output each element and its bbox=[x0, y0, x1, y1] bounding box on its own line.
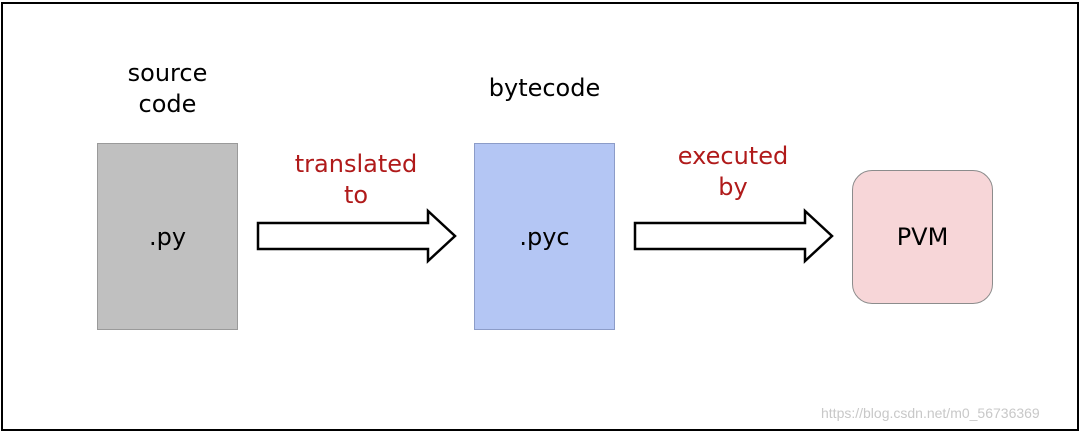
translated-to-label: translated to bbox=[256, 149, 456, 211]
source-code-label: source code bbox=[97, 58, 238, 120]
executed-by-label-line-1: executed bbox=[677, 142, 789, 170]
bytecode-label: bytecode bbox=[474, 73, 615, 104]
pvm-box: PVM bbox=[852, 170, 993, 304]
executed-by-arrow bbox=[633, 208, 834, 264]
translated-to-label-line-2: to bbox=[343, 181, 369, 209]
translated-to-arrow-shape bbox=[256, 208, 457, 264]
source-code-label-line-2: code bbox=[138, 90, 197, 118]
py-file-box: .py bbox=[97, 143, 238, 330]
translated-to-label-line-1: translated bbox=[294, 150, 418, 178]
watermark-text: https://blog.csdn.net/m0_56736369 bbox=[821, 405, 1040, 421]
pvm-box-text: PVM bbox=[896, 223, 949, 251]
translated-to-arrow bbox=[256, 208, 457, 264]
bytecode-label-line: bytecode bbox=[488, 74, 601, 102]
executed-by-label: executed by bbox=[633, 141, 833, 203]
executed-by-arrow-shape bbox=[633, 208, 834, 264]
executed-by-label-line-2: by bbox=[718, 173, 748, 201]
source-code-label-line-1: source bbox=[127, 59, 208, 87]
py-file-box-text: .py bbox=[148, 222, 187, 251]
pyc-file-box: .pyc bbox=[474, 143, 615, 330]
pyc-file-box-text: .pyc bbox=[519, 222, 570, 251]
